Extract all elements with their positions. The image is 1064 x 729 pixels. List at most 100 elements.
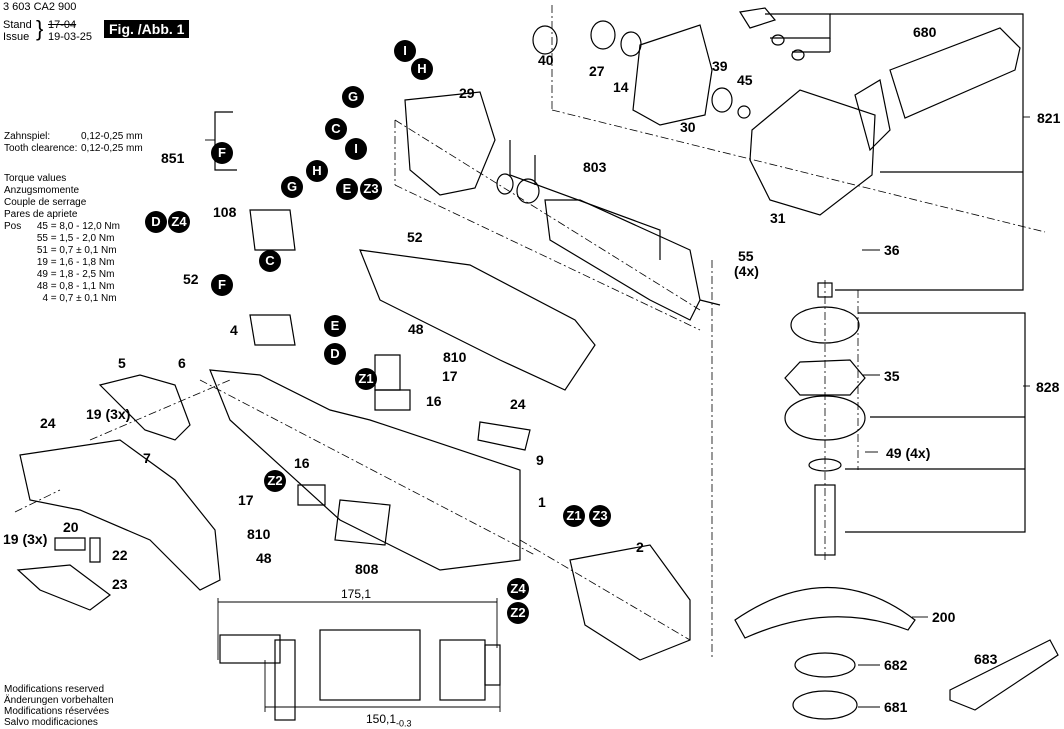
- part-label-49: 49 (4x): [886, 445, 931, 461]
- torque-pos: 4: [42, 293, 48, 304]
- tooth-clearance-de-value: 0,12-0,25 mm: [81, 131, 143, 142]
- torque-pos: 45: [36, 221, 48, 232]
- wire-badge-z1: Z1: [355, 368, 377, 390]
- brace: }: [36, 16, 44, 41]
- wire-badge-z3: Z3: [360, 178, 382, 200]
- torque-row: 51 = 0,7 ± 0,1 Nm: [30, 245, 120, 257]
- part-label-683: 683: [974, 651, 998, 667]
- part-label-36: 36: [884, 242, 900, 258]
- wire-badge-d: D: [145, 211, 167, 233]
- issue-date: 19-03-25: [48, 31, 93, 43]
- tooth-clearance-en-value: 0,12-0,25 mm: [81, 143, 143, 154]
- part-label-39: 39: [712, 58, 728, 74]
- part-label-23: 23: [112, 576, 128, 592]
- assembly-axes: [14, 5, 1046, 660]
- part-label-16-top: 16: [426, 393, 442, 409]
- shaft-length-value: 150,1: [366, 712, 397, 726]
- part-40-shape: [532, 25, 558, 55]
- figure-title: Fig. /Abb. 1: [104, 20, 190, 38]
- torque-pos: 55: [36, 233, 48, 244]
- torque-value: 0,7 ± 0,1 Nm: [59, 293, 117, 304]
- part-label-16-bottom: 16: [294, 455, 310, 471]
- wire-badge-h: H: [306, 160, 328, 182]
- part-label-52-left: 52: [183, 271, 199, 287]
- wire-badge-c: C: [325, 118, 347, 140]
- part-label-803: 803: [583, 159, 607, 175]
- torque-row: 48 = 0,8 - 1,1 Nm: [30, 281, 120, 293]
- footer-note-de: Änderungen vorbehalten: [4, 695, 114, 706]
- shaft-tolerance: -0.3: [396, 718, 412, 729]
- part-label-17-top: 17: [442, 368, 458, 384]
- part-label-27: 27: [589, 63, 605, 79]
- torque-value: 8,0 - 12,0 Nm: [59, 221, 120, 232]
- part-label-6: 6: [178, 355, 186, 371]
- footer-note-en: Modifications reserved: [4, 684, 105, 695]
- part-label-24-top: 24: [510, 396, 526, 412]
- part-label-4: 4: [230, 322, 238, 338]
- part-label-55-qty: (4x): [734, 263, 759, 279]
- part-label-30: 30: [680, 119, 696, 135]
- wire-badge-i: I: [345, 138, 367, 160]
- torque-row: 55 = 1,5 - 2,0 Nm: [30, 233, 120, 245]
- part-label-108: 108: [213, 204, 237, 220]
- wire-badge-e: E: [324, 315, 346, 337]
- part-label-22: 22: [112, 547, 128, 563]
- part-label-52-right: 52: [407, 229, 423, 245]
- torque-pos: 49: [36, 269, 48, 280]
- wire-badge-z2: Z2: [507, 602, 529, 624]
- part-label-682: 682: [884, 657, 908, 673]
- part-label-48-top: 48: [408, 321, 424, 337]
- stand-label: Stand: [3, 19, 32, 31]
- part-label-48-bottom: 48: [256, 550, 272, 566]
- part-label-20: 20: [63, 519, 79, 535]
- pos-label: Pos: [4, 221, 22, 232]
- part-label-19-top: 19 (3x): [86, 406, 131, 422]
- footer-note-fr: Modifications réservées: [4, 706, 110, 717]
- torque-title-de: Anzugsmomente: [4, 185, 80, 196]
- wire-badge-z4: Z4: [168, 211, 190, 233]
- part-label-5: 5: [118, 355, 126, 371]
- part-label-821: 821: [1037, 110, 1061, 126]
- wire-badge-z4: Z4: [507, 578, 529, 600]
- dimension-overall-length: 175,1: [341, 587, 372, 601]
- wire-badge-i: I: [394, 40, 416, 62]
- torque-row: 4 = 0,7 ± 0,1 Nm: [30, 293, 120, 305]
- part-label-14: 14: [613, 79, 629, 95]
- part-label-2: 2: [636, 539, 644, 555]
- part-label-810-top: 810: [443, 349, 467, 365]
- wire-badge-z2: Z2: [264, 470, 286, 492]
- part-label-810-bottom: 810: [247, 526, 271, 542]
- wire-badge-h: H: [411, 58, 433, 80]
- wire-badge-f: F: [211, 274, 233, 296]
- tooth-clearance-de: Zahnspiel:: [4, 131, 51, 142]
- wire-badge-g: G: [281, 176, 303, 198]
- torque-title-fr: Couple de serrage: [4, 197, 87, 208]
- part-label-31: 31: [770, 210, 786, 226]
- torque-value: 0,8 - 1,1 Nm: [59, 281, 115, 292]
- part-label-24-left: 24: [40, 415, 56, 431]
- torque-row: 45 = 8,0 - 12,0 Nm: [30, 221, 120, 233]
- part-label-55: 55: [738, 248, 754, 264]
- torque-value: 0,7 ± 0,1 Nm: [59, 245, 117, 256]
- torque-value: 1,6 - 1,8 Nm: [59, 257, 115, 268]
- part-label-808: 808: [355, 561, 379, 577]
- part-label-1: 1: [538, 494, 546, 510]
- part-label-40: 40: [538, 52, 554, 68]
- wire-badge-g: G: [342, 86, 364, 108]
- wire-badge-f: F: [211, 142, 233, 164]
- torque-row: 49 = 1,8 - 2,5 Nm: [30, 269, 120, 281]
- torque-title-es: Pares de apriete: [4, 209, 78, 220]
- torque-row: 19 = 1,6 - 1,8 Nm: [30, 257, 120, 269]
- part-number: 3 603 CA2 900: [3, 1, 77, 13]
- wire-badge-e: E: [336, 178, 358, 200]
- part-label-17-bottom: 17: [238, 492, 254, 508]
- part-label-45: 45: [737, 72, 753, 88]
- part-label-680: 680: [913, 24, 937, 40]
- footer-note-es: Salvo modificaciones: [4, 717, 98, 728]
- wire-badge-z1: Z1: [563, 505, 585, 527]
- part-label-19-bottom: 19 (3x): [3, 531, 48, 547]
- tooth-clearance-en: Tooth clearence:: [4, 143, 78, 154]
- issue-label: Issue: [3, 31, 30, 43]
- torque-title-en: Torque values: [4, 173, 67, 184]
